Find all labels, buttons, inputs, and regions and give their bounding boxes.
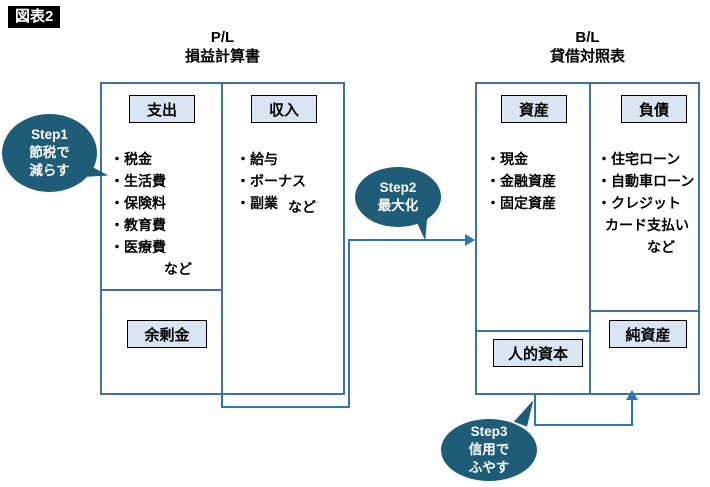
step1-text: 節税で [29, 145, 70, 160]
income-item: ・給与 [236, 151, 278, 167]
income-header-box: 収入 [251, 95, 317, 123]
liabilities-header-label: 負債 [638, 101, 669, 119]
asset-list: ・現金 ・金融資産 ・固定資産 [486, 148, 556, 214]
expense-item: ・教育費 [110, 217, 166, 233]
credit-connector-segment [631, 400, 633, 426]
surplus-connector-segment [348, 239, 468, 241]
surplus-connector-segment [221, 395, 223, 408]
bl-box [475, 82, 700, 395]
expense-etc: など [164, 261, 192, 277]
surplus-connector-segment [348, 240, 350, 408]
bl-title-group: B/L 貸借対照表 [475, 28, 700, 66]
expenses-header-box: 支出 [129, 95, 195, 123]
bl-column-divider [589, 82, 591, 395]
bl-human-capital-divider [475, 330, 591, 332]
net-assets-label: 純資産 [625, 326, 671, 344]
asset-item: ・現金 [486, 151, 528, 167]
expense-item: ・生活費 [110, 173, 166, 189]
income-list: ・給与 ・ボーナス ・副業 [236, 148, 306, 214]
liability-item: カード支払い [605, 217, 689, 233]
pl-subtitle: 損益計算書 [184, 48, 260, 65]
human-capital-box: 人的資本 [493, 339, 583, 367]
expense-list: ・税金 ・生活費 ・保険料 ・教育費 ・医療費 など [110, 148, 192, 280]
liabilities-header-box: 負債 [621, 95, 687, 123]
pl-title-group: P/L 損益計算書 [100, 28, 345, 66]
liability-item: ・住宅ローン [597, 151, 681, 167]
expense-item: ・医療費 [110, 239, 166, 255]
income-item: ・副業 [236, 195, 278, 211]
credit-connector-segment [534, 395, 536, 426]
liability-item: ・自動車ローン [597, 173, 695, 189]
step1-bubble: Step1 節税で 減らす [2, 114, 97, 192]
liability-etc: など [647, 239, 675, 255]
bl-subtitle: 貸借対照表 [549, 48, 625, 65]
surplus-connector-segment [221, 406, 350, 408]
assets-header-label: 資産 [518, 101, 549, 119]
step3-text: ふやす [468, 460, 510, 475]
pl-title: P/L [210, 29, 235, 46]
expenses-header-label: 支出 [146, 101, 177, 119]
expense-item: ・税金 [110, 151, 152, 167]
human-capital-label: 人的資本 [507, 345, 568, 363]
step3-bubble: Step3 信用で ふやす [441, 419, 537, 481]
step3-title: Step3 [470, 424, 508, 439]
surplus-label: 余剰金 [144, 326, 190, 344]
pl-surplus-divider [100, 289, 222, 291]
step3-bubble-tail [513, 396, 537, 427]
bl-title: B/L [575, 29, 600, 46]
liability-list: ・住宅ローン ・自動車ローン ・クレジット カード支払い など [597, 148, 694, 258]
figure-label: 図表2 [8, 6, 61, 28]
income-etc: など [288, 199, 316, 215]
step1-title: Step1 [31, 127, 68, 142]
step3-text: 信用で [468, 442, 510, 457]
liability-item: ・クレジット [597, 195, 681, 211]
credit-connector-segment [534, 424, 633, 426]
expense-item: ・保険料 [110, 195, 166, 211]
arrowhead-right-icon [465, 234, 475, 246]
asset-item: ・金融資産 [486, 173, 556, 189]
bl-net-assets-divider [589, 310, 700, 312]
step2-bubble: Step2 最大化 [355, 167, 441, 227]
net-assets-box: 純資産 [609, 320, 687, 348]
step2-text: 最大化 [377, 198, 419, 213]
step1-text: 減らす [29, 163, 70, 178]
surplus-box: 余剰金 [127, 320, 207, 348]
asset-item: ・固定資産 [486, 195, 556, 211]
pl-column-divider [221, 82, 223, 395]
step2-title: Step2 [379, 180, 417, 195]
arrowhead-up-icon [626, 390, 638, 400]
assets-header-box: 資産 [501, 95, 567, 123]
income-header-label: 収入 [268, 101, 299, 119]
income-item: ・ボーナス [236, 173, 306, 189]
